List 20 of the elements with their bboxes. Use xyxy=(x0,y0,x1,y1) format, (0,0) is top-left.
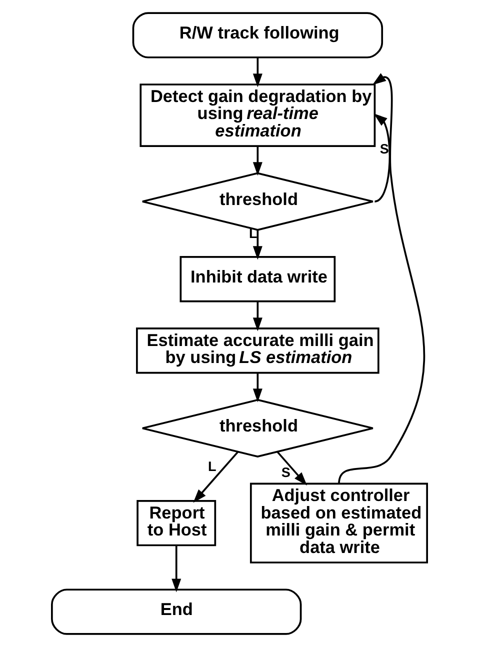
node-diamond: threshold xyxy=(142,398,374,458)
arrow xyxy=(193,451,239,503)
node-box: Inhibit data write xyxy=(180,256,336,302)
arrow xyxy=(276,451,308,486)
edge-label: L xyxy=(208,458,216,474)
edge-label: S xyxy=(281,465,290,480)
node-box: Adjust controller based on estimated milli gain & permit data write xyxy=(250,482,428,564)
arrow xyxy=(252,373,262,402)
arrow xyxy=(252,230,262,260)
arrow xyxy=(374,114,391,202)
arrow xyxy=(252,146,262,176)
edge-label: S xyxy=(380,141,389,156)
node-box: Detect gain degradation by using real-time estimation xyxy=(140,84,376,148)
node-box: R/W track following xyxy=(132,12,384,58)
arrow xyxy=(252,58,262,88)
arrow xyxy=(172,546,182,592)
node-box: End xyxy=(51,588,302,635)
arrow xyxy=(252,301,262,332)
node-box: Estimate accurate milli gain by using LS estimation xyxy=(136,328,380,374)
node-box: Report to Host xyxy=(136,500,216,546)
